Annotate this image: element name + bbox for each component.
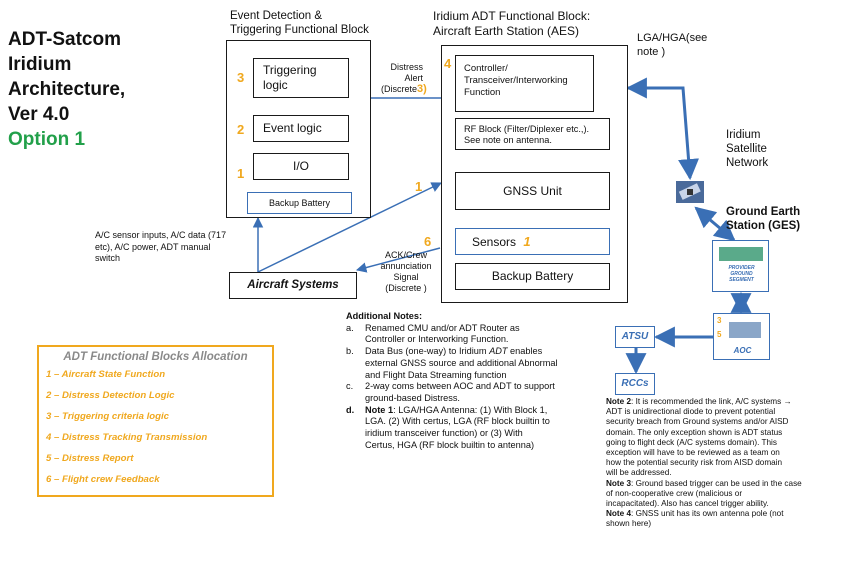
legend-title: ADT Functional Blocks Allocation: [63, 351, 248, 363]
title-block: ADT-Satcom Iridium Architecture, Ver 4.0…: [8, 27, 125, 152]
num-triggering: 3: [237, 70, 245, 85]
num-crew-feedback: 6: [424, 234, 432, 249]
title-line-4: Ver 4.0: [8, 104, 70, 125]
aoc-icon: [729, 322, 761, 338]
title-line-1: ADT-Satcom: [8, 29, 121, 50]
note-a: a. Renamed CMU and/or ADT Router as Cont…: [346, 322, 520, 345]
title-line-3: Architecture,: [8, 79, 126, 100]
aoc-box: 3 5 AOC: [713, 313, 770, 360]
io-box: I/O: [253, 153, 349, 180]
event-block-header: Event Detection & Triggering Functional …: [230, 10, 369, 36]
title-line-2: Iridium: [8, 54, 72, 75]
additional-notes: Additional Notes: a. Renamed CMU and/or …: [346, 311, 596, 451]
legend-item: 4 – Distress Tracking Transmission: [46, 432, 208, 443]
event-logic-box: Event logic: [253, 115, 349, 142]
sensors-box: Sensors 1: [455, 228, 610, 255]
note-d: d. Note 1: LGA/HGA Antenna: (1) With Blo…: [346, 404, 550, 450]
note-3: Note 3: Ground based trigger can be used…: [606, 478, 802, 509]
rccs-box: RCCs: [615, 373, 655, 395]
controller-box: Controller/ Transceiver/Interworking Fun…: [455, 55, 594, 112]
gnss-unit-box: GNSS Unit: [455, 172, 610, 210]
ges-label: Ground Earth Station (GES): [726, 206, 801, 232]
antenna-satellite-link: [625, 77, 700, 181]
ground-station-icon: [719, 247, 763, 261]
ack-label: ACK/Crew annunciation Signal (Discrete ): [380, 250, 432, 293]
triggering-logic-box: Triggering logic: [253, 58, 349, 98]
title-option: Option 1: [8, 129, 86, 150]
legend-item: 3 – Triggering criteria logic: [46, 411, 169, 422]
satellite-icon: [676, 181, 704, 203]
provider-ground-segment-box: PROVIDER GROUND SEGMENT: [712, 240, 769, 292]
note-4: Note 4: GNSS unit has its own antenna po…: [606, 509, 784, 529]
satellite-ges-link: [694, 206, 736, 242]
antenna-label: LGA/HGA(see note ): [637, 32, 708, 58]
num-controller: 4: [444, 56, 452, 71]
ack-arrow: [355, 247, 441, 273]
num-event-logic: 2: [237, 122, 245, 137]
atsu-box: ATSU: [615, 326, 655, 348]
legend-box: ADT Functional Blocks Allocation 1 – Air…: [37, 345, 274, 497]
legend-item: 2 – Distress Detection Logic: [46, 390, 175, 401]
num-io: 1: [237, 166, 245, 181]
sensor-inputs-label: A/C sensor inputs, A/C data (717 etc), A…: [95, 230, 227, 263]
legend-item: 6 – Flight crew Feedback: [46, 474, 160, 485]
satellite-label: Iridium Satellite Network: [726, 129, 769, 169]
legend-item: 5 – Distress Report: [46, 453, 134, 464]
aircraft-to-aes-arrow: [257, 182, 442, 273]
aes-block-header: Iridium ADT Functional Block: Aircraft E…: [433, 9, 591, 38]
rf-block-box: RF Block (Filter/Diplexer etc.,). See no…: [455, 118, 610, 150]
event-backup-battery-box: Backup Battery: [247, 192, 352, 214]
num-aircraft-state: 1: [415, 179, 423, 194]
aes-backup-battery-box: Backup Battery: [455, 263, 610, 290]
aircraft-systems-box: Aircraft Systems: [229, 272, 357, 299]
additional-notes-title: Additional Notes:: [346, 311, 423, 321]
note-c: c. 2-way coms between AOC and ADT to sup…: [346, 381, 555, 403]
note-2: Note 2: It is recommended the link, A/C …: [606, 397, 792, 478]
legend-item: 1 – Aircraft State Function: [46, 369, 166, 380]
note-b: b. Data Bus (one-way) to Iridium ADT ena…: [346, 346, 558, 380]
right-notes: Note 2: It is recommended the link, A/C …: [606, 397, 864, 530]
distress-alert-label: Distress Alert (Discrete3): [381, 62, 427, 95]
